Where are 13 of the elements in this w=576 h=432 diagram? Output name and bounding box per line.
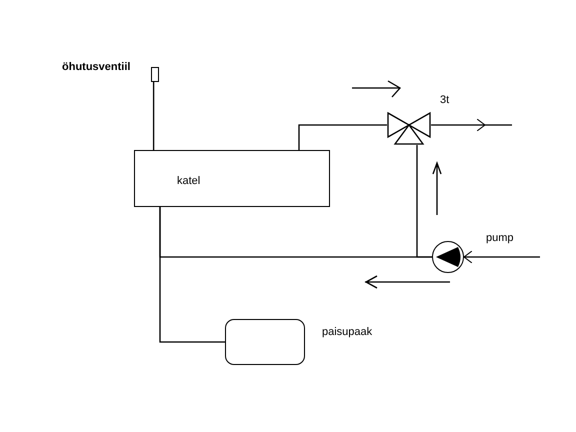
- boiler-box: [134, 150, 330, 207]
- component-label: paisupaak: [322, 326, 372, 338]
- pipe-line: [159, 207, 225, 343]
- pipe-line: [431, 118, 486, 132]
- pipe-line: [464, 250, 540, 264]
- node-label: katel: [177, 175, 200, 187]
- component-label: pump: [486, 232, 514, 244]
- component-label: 3t: [440, 94, 450, 106]
- expansion-tank: [225, 319, 305, 365]
- pipe-line: [152, 82, 154, 150]
- pipe-line: [298, 124, 387, 150]
- safety-valve-box: [151, 67, 159, 82]
- component-label: öhutusventiil: [62, 61, 130, 73]
